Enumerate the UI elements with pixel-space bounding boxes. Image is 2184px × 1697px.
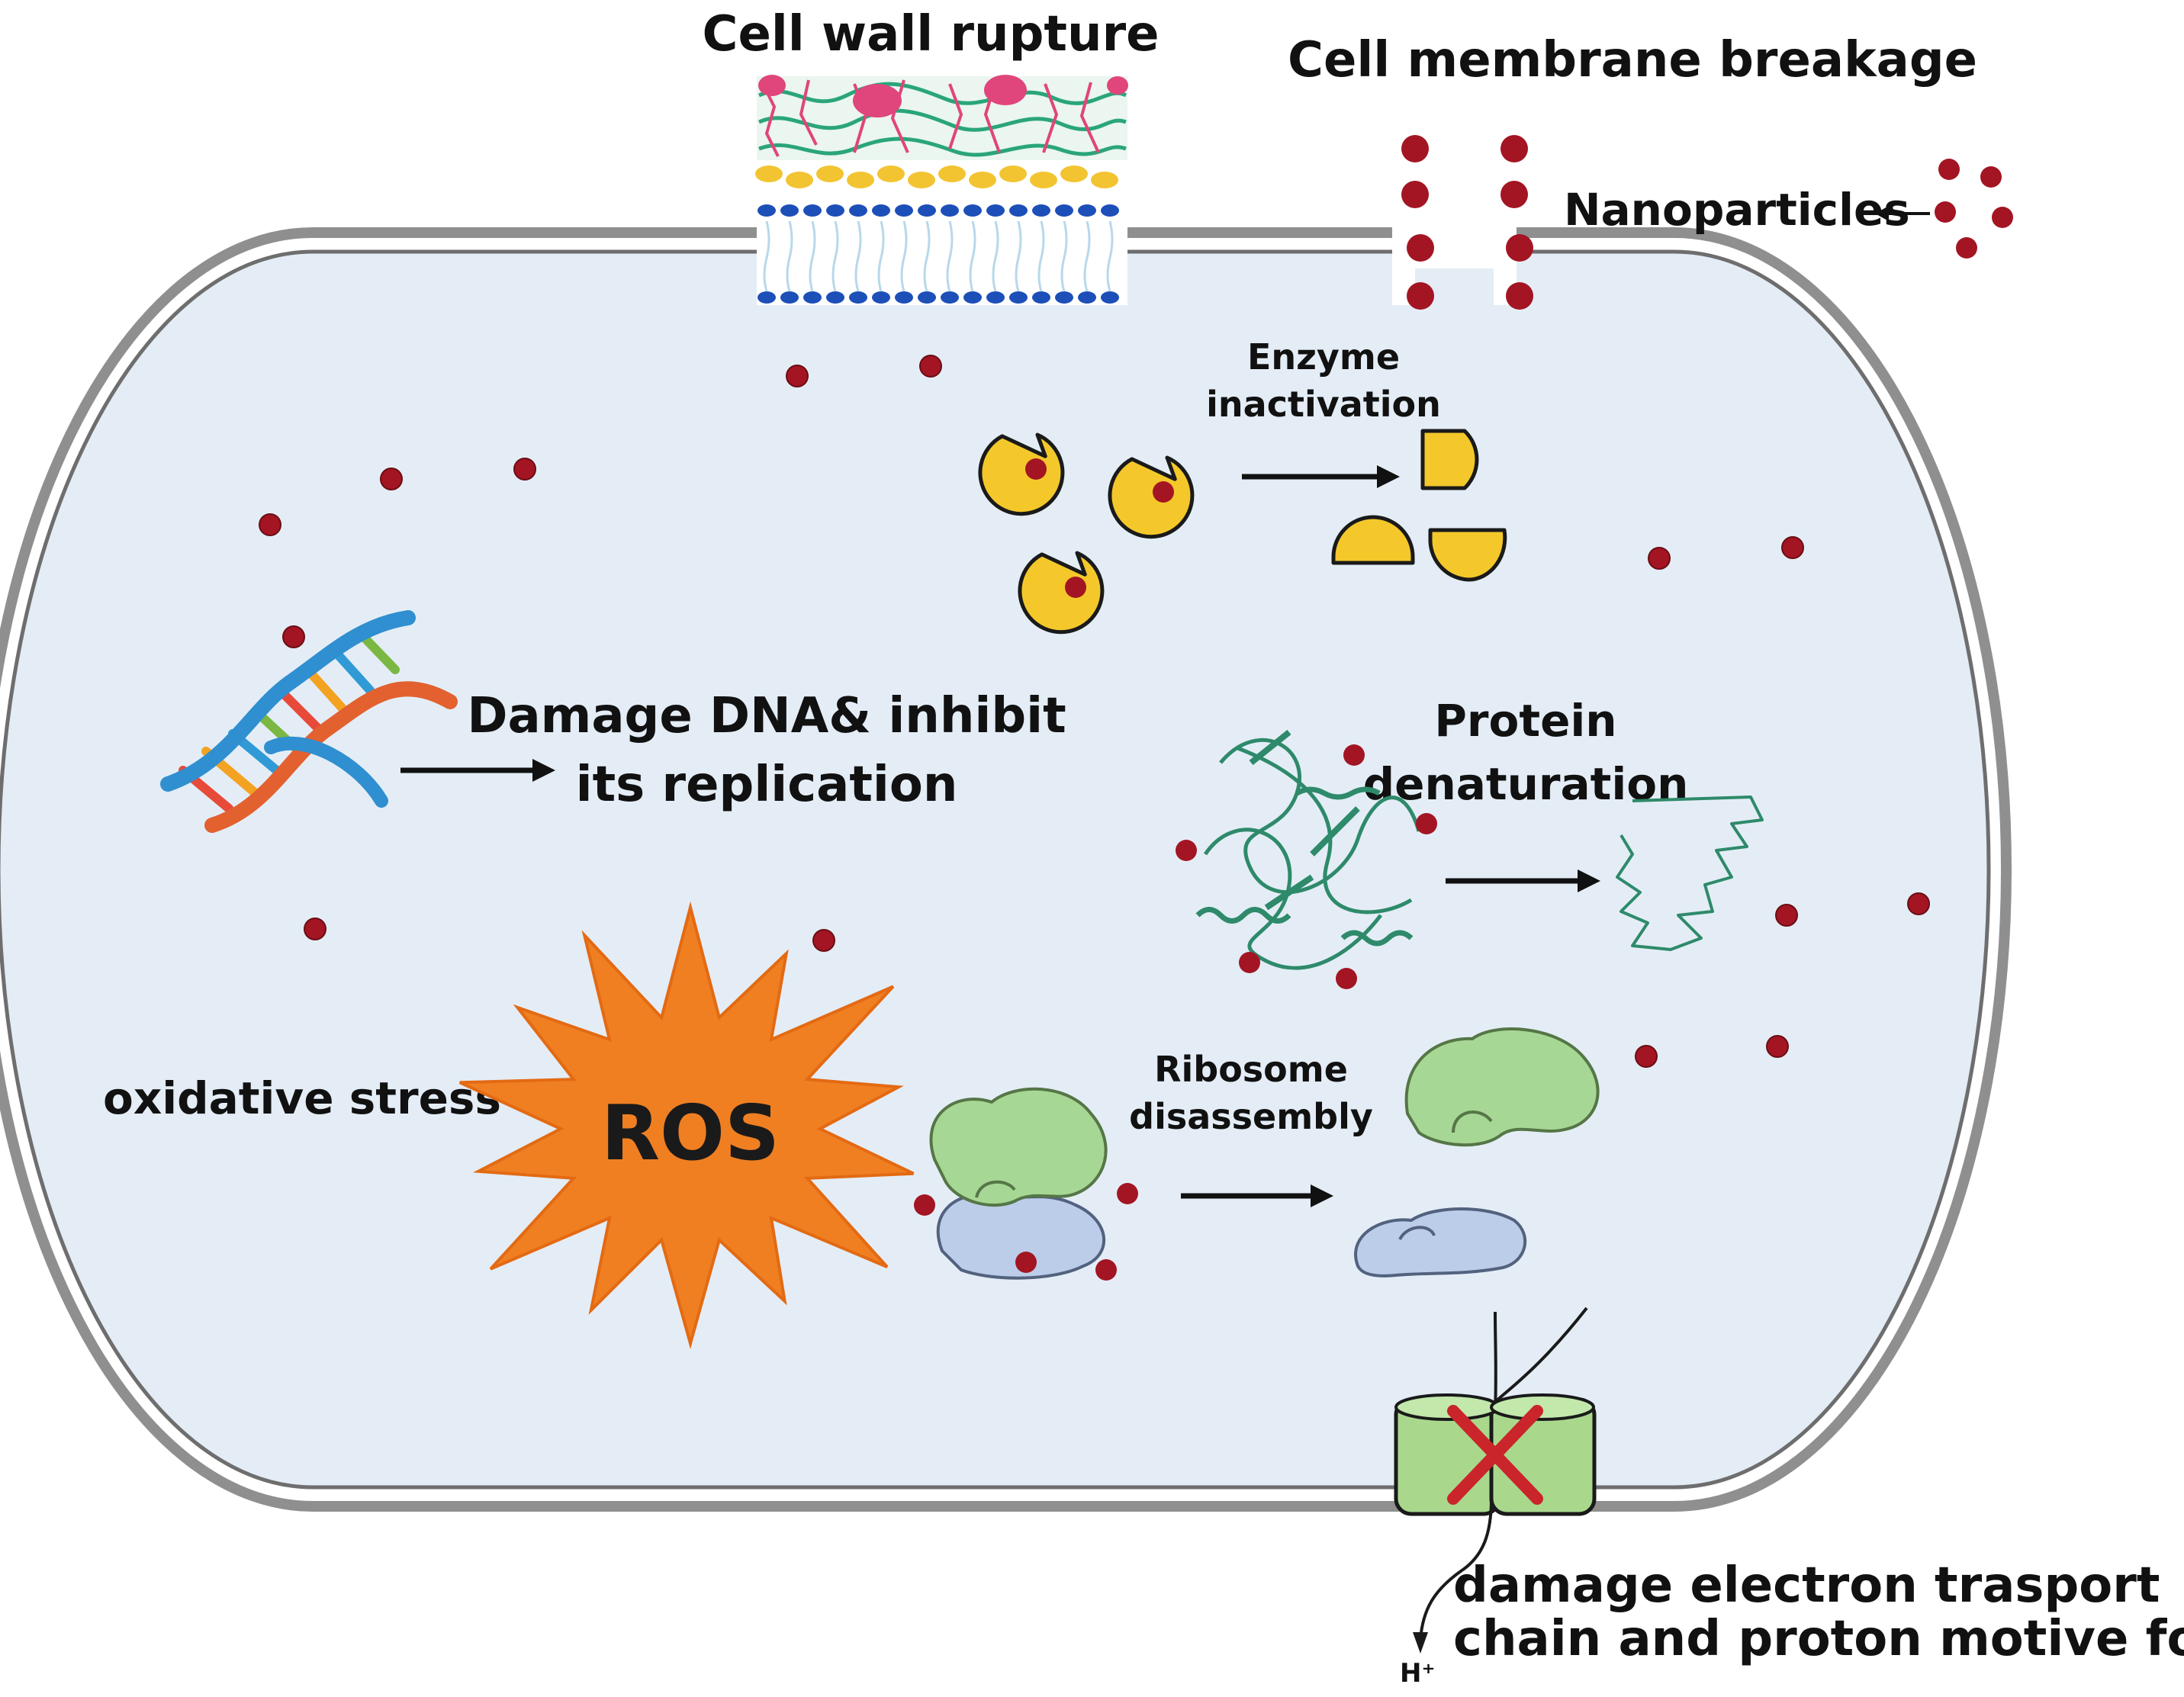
ribosome-nanoparticles <box>914 1183 1138 1281</box>
enzyme-label-line2: inactivation <box>1206 384 1441 425</box>
cytoplasm <box>0 249 1991 1490</box>
nanoparticle <box>1506 234 1533 262</box>
bacterial-cell <box>0 227 2012 1512</box>
cell-membrane-breakage-label: Cell membrane breakage <box>1288 32 1977 88</box>
nanoparticles-arrow <box>1875 206 1930 221</box>
nanoparticle <box>1635 1045 1658 1068</box>
nanoparticle <box>380 468 403 490</box>
protein-arrow <box>1446 869 1600 892</box>
protein-denaturation-label-line2: denaturation <box>1363 758 1689 810</box>
enzyme-active <box>978 432 1065 516</box>
nanoparticle <box>513 458 536 480</box>
nanoparticle <box>786 365 809 387</box>
cell-wall-rupture-label: Cell wall rupture <box>702 6 1159 63</box>
enzyme-arrow-head <box>1377 465 1400 488</box>
nanoparticle <box>1095 1259 1117 1281</box>
etc-damage-label-line1: damage electron trasport <box>1453 1557 2160 1614</box>
ros-label: ROS <box>601 1088 780 1178</box>
proton-label: H⁺ <box>1400 1658 1435 1689</box>
nanoparticle <box>1025 458 1047 480</box>
enzyme-active <box>1108 455 1195 539</box>
nanoparticle <box>1065 577 1086 598</box>
ribosome-label-line1: Ribosome <box>1154 1049 1348 1090</box>
ribosome-large-groove <box>1452 1110 1493 1133</box>
ribosome-label-line2: disassembly <box>1129 1096 1373 1137</box>
etc-damage-label-line2: chain and proton motive force <box>1453 1611 2184 1667</box>
nanoparticle <box>1766 1035 1789 1058</box>
nanoparticle <box>1401 135 1429 162</box>
enzyme-inactive <box>1331 515 1415 565</box>
nanoparticle <box>1343 744 1365 766</box>
dna-damage-label-line1: Damage DNA& inhibit <box>467 688 1066 744</box>
protein-nanoparticles <box>1176 744 1437 989</box>
nanoparticle <box>1117 1183 1138 1204</box>
nanoparticle <box>282 625 305 648</box>
ribosome-small-subunit <box>1354 1207 1527 1278</box>
nanoparticle <box>919 355 942 378</box>
nanoparticle <box>1500 135 1528 162</box>
nanoparticle <box>812 929 835 952</box>
cell-wall-fragment <box>755 72 1128 305</box>
protein-denaturation-label-line1: Protein <box>1434 695 1616 747</box>
blocked-cross-icon <box>1447 1405 1543 1505</box>
enzyme-group <box>978 429 1507 635</box>
nanoparticle <box>1956 237 1977 259</box>
nanoparticle <box>1416 813 1437 834</box>
nanoparticle <box>1407 234 1434 262</box>
dna-double-helix <box>160 610 555 833</box>
nanoparticle <box>1992 207 2013 228</box>
nanoparticle <box>1781 536 1804 559</box>
dna-damage-label-line2: its replication <box>576 757 958 813</box>
oxidative-stress-label: oxidative stress <box>103 1072 501 1124</box>
nanoparticle <box>1176 840 1197 861</box>
nanoparticle <box>1506 282 1533 310</box>
nanoparticle <box>1648 547 1671 570</box>
denatured-protein-strand <box>1616 795 1764 951</box>
nanoparticle <box>1239 952 1260 973</box>
enzyme-inactive <box>1420 429 1479 490</box>
nanoparticle <box>1935 201 1956 223</box>
nanoparticle <box>1500 181 1528 208</box>
nanoparticle-cluster <box>1401 135 2013 310</box>
internal-nanoparticles <box>259 355 1930 1068</box>
enzyme-inactive <box>1428 528 1507 582</box>
nanoparticle <box>1775 904 1798 927</box>
nanoparticle <box>1907 892 1930 915</box>
nanoparticle <box>1153 481 1174 503</box>
enzyme-label-line1: Enzyme <box>1247 336 1400 378</box>
nanoparticle <box>1980 166 2002 188</box>
ros-burst: ROS <box>458 901 915 1350</box>
ribosome-arrow <box>1181 1184 1333 1207</box>
membrane-channel <box>1394 1306 1597 1654</box>
cell-envelope-outer <box>0 227 2012 1512</box>
nanoparticle <box>259 513 281 536</box>
ribosome-assembled <box>929 1087 1108 1280</box>
nanoparticle <box>1015 1252 1037 1273</box>
ribosome-small-groove <box>1398 1226 1436 1241</box>
enzyme-active <box>1018 551 1105 635</box>
nanoparticle <box>914 1194 935 1216</box>
folded-protein <box>1195 729 1421 970</box>
nanoparticle <box>1336 968 1357 989</box>
nanoparticle <box>304 918 326 940</box>
nanoparticle <box>1938 159 1960 180</box>
nanoparticle <box>1401 181 1429 208</box>
nanoparticle <box>1407 282 1434 310</box>
nanoparticles-label: Nanoparticles <box>1564 184 1910 236</box>
dna-arrow-head <box>532 759 555 782</box>
ribosome-large-subunit <box>1404 1027 1600 1147</box>
ros-star-shape <box>458 901 915 1350</box>
